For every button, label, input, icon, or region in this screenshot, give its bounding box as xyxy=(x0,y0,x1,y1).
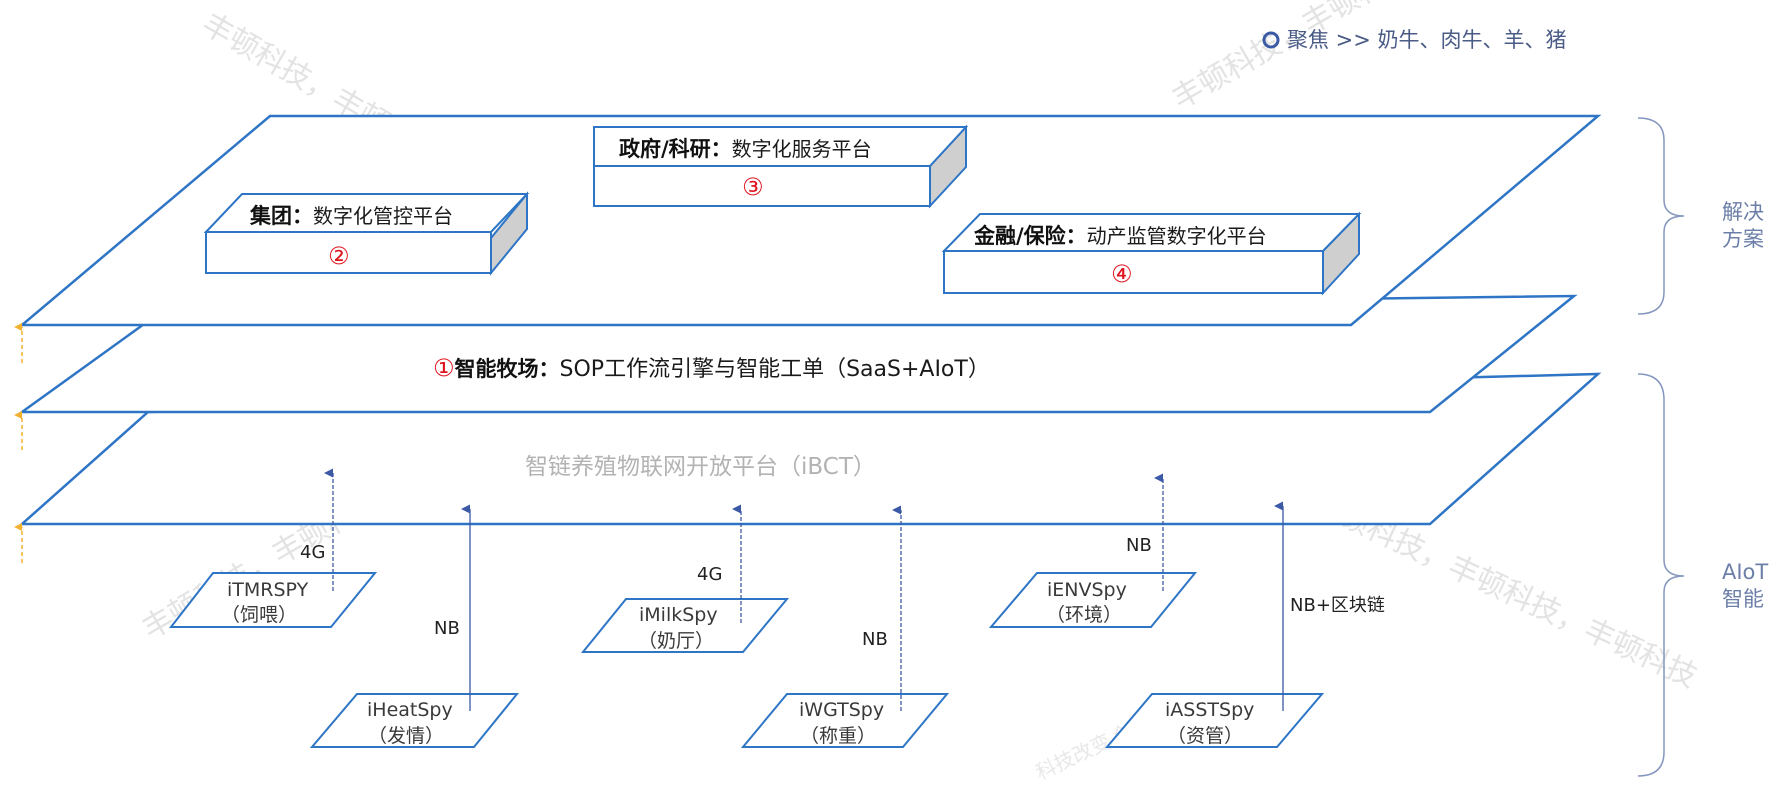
box-front xyxy=(943,250,1324,294)
finance-desc: 动产监管数字化平台 xyxy=(1087,224,1267,248)
device-desc: （发情） xyxy=(368,725,444,747)
device-itmrspy: iTMRSPY （饲喂） xyxy=(168,572,378,628)
group-title: 集团：数字化管控平台 xyxy=(249,204,453,228)
connection-label: NB xyxy=(434,618,460,639)
device-name: iMilkSpy xyxy=(639,604,718,626)
side-label-aiot-1: AIoT xyxy=(1722,560,1768,584)
connection-label: 4G xyxy=(300,542,325,563)
device-tile xyxy=(1104,693,1325,748)
device-tile xyxy=(168,572,378,628)
device-name: iENVSpy xyxy=(1047,579,1127,601)
device-desc: （资管） xyxy=(1167,725,1243,747)
device-tile xyxy=(580,598,790,653)
device-desc: （奶厅） xyxy=(638,630,714,652)
connection-label: NB xyxy=(1126,535,1152,556)
circle-icon xyxy=(1262,31,1280,49)
connection-label: 4G xyxy=(697,564,722,585)
platform-box-group: 集团：数字化管控平台 ② xyxy=(203,191,530,276)
device-tile xyxy=(988,572,1198,628)
side-label-solution-1: 解决 xyxy=(1722,200,1764,224)
brace-aiot: AIoT 智能 xyxy=(1637,373,1768,777)
platform-box-gov: 政府/科研：数字化服务平台 ③ xyxy=(593,124,969,209)
finance-number: ④ xyxy=(1111,260,1133,288)
device-tile xyxy=(740,693,950,748)
device-desc: （称重） xyxy=(800,725,876,747)
device-imilkspy: iMilkSpy （奶厅） xyxy=(580,598,790,653)
device-iwgtspy: iWGTSpy （称重） xyxy=(740,693,950,748)
smart-farm-desc: SOP工作流引擎与智能工单（SaaS+AIoT） xyxy=(560,357,990,382)
group-desc: 数字化管控平台 xyxy=(313,204,453,228)
gov-label: 政府/科研： xyxy=(619,137,732,161)
device-desc: （饲喂） xyxy=(221,604,297,626)
side-label-solution-2: 方案 xyxy=(1722,227,1764,251)
device-iheatspy: iHeatSpy （发情） xyxy=(309,693,520,748)
box-front xyxy=(593,165,931,207)
brace-solution: 解决 方案 xyxy=(1637,117,1764,315)
device-ienvspy: iENVSpy （环境） xyxy=(988,572,1198,628)
connection-arrows: 4G NB 4G NB NB NB+区块链 xyxy=(300,468,1385,711)
focus-text: 聚焦 >> 奶牛、肉牛、羊、猪 xyxy=(1287,28,1567,52)
device-name: iTMRSPY xyxy=(227,579,309,601)
focus-label: 聚焦 >> 奶牛、肉牛、羊、猪 xyxy=(1262,28,1567,52)
group-label: 集团： xyxy=(249,204,313,228)
smart-farm-label: 智能牧场： xyxy=(455,357,560,381)
watermark-text: 丰顿科技，丰顿科技，丰顿科技 xyxy=(1167,0,1548,117)
side-label-aiot-2: 智能 xyxy=(1722,587,1764,611)
gov-number: ③ xyxy=(742,173,764,201)
device-name: iHeatSpy xyxy=(367,699,453,721)
connection-label: NB+区块链 xyxy=(1290,595,1385,616)
iot-platform-label: 智链养殖物联网开放平台（iBCT） xyxy=(525,454,876,480)
device-tile xyxy=(309,693,520,748)
finance-label: 金融/保险： xyxy=(973,224,1087,248)
box-front xyxy=(205,231,492,274)
connection-label: NB xyxy=(862,629,888,650)
gov-title: 政府/科研：数字化服务平台 xyxy=(619,137,872,161)
finance-title: 金融/保险：动产监管数字化平台 xyxy=(973,224,1267,248)
curly-brace-icon xyxy=(1637,373,1685,777)
curly-brace-icon xyxy=(1637,117,1685,315)
group-number: ② xyxy=(328,242,350,270)
gov-desc: 数字化服务平台 xyxy=(732,137,872,161)
device-name: iWGTSpy xyxy=(799,699,884,721)
device-iasstspy: iASSTSpy （资管） xyxy=(1104,693,1325,748)
device-desc: （环境） xyxy=(1046,604,1122,626)
device-name: iASSTSpy xyxy=(1165,699,1254,721)
device-layer: iTMRSPY （饲喂） iHeatSpy （发情） iMilkSpy （奶厅）… xyxy=(168,572,1325,748)
platform-box-finance: 金融/保险：动产监管数字化平台 ④ xyxy=(941,211,1362,296)
smart-farm-title: ①智能牧场：SOP工作流引擎与智能工单（SaaS+AIoT） xyxy=(433,354,990,382)
smart-farm-number: ① xyxy=(433,354,455,382)
